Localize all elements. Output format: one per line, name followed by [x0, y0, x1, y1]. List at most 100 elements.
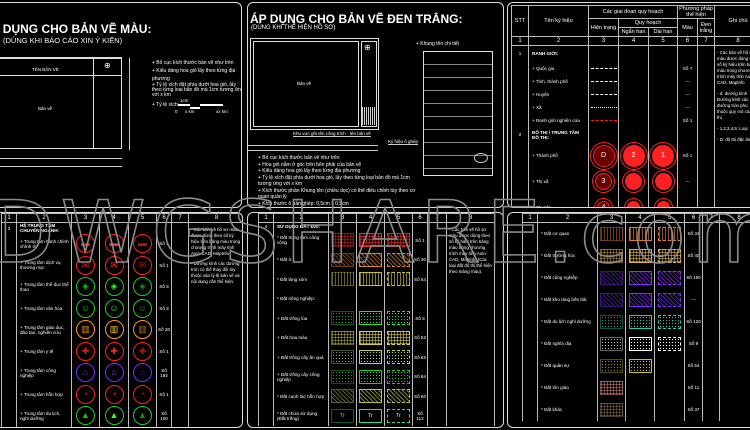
- column-number: 7: [702, 213, 720, 223]
- section-number: 3: [1, 222, 17, 233]
- notes: - Các bản vẽ hồ sơ màu được dùng theo số…: [446, 222, 495, 426]
- row-label: + Thị xã: [528, 168, 589, 195]
- land-use-swatch: Tr: [331, 408, 354, 423]
- row-code: Số 52: [412, 328, 428, 348]
- row-code: Số 3: [156, 297, 172, 319]
- bullet: + Tỷ lệ xích đặt phía dưới hoa gió, lấy …: [152, 82, 242, 98]
- row-code: Số 112: [412, 406, 428, 426]
- header-bw: Đen trắng: [697, 18, 716, 37]
- land-use-swatch: [600, 402, 623, 417]
- column-number: 7: [427, 213, 447, 223]
- header-color: Màu: [677, 18, 699, 37]
- land-use-swatch: [658, 226, 681, 241]
- row-label: + Đất trồng cây ăn quả: [273, 347, 329, 367]
- column-number: 1: [511, 36, 529, 46]
- header-long: Dài hạn: [647, 27, 679, 37]
- bullet: + Kiểu dáng hoa gió lấy theo từng địa ph…: [152, 68, 236, 82]
- row-label: + Trung tâm công nghiệp: [16, 362, 72, 384]
- name-area-label: Khu vực ghi tên công trình - tên bản vẽ: [293, 131, 371, 137]
- note: - 1,2,3,4,5: Loại: [717, 126, 748, 131]
- bullet: + Bố cục kích thước bản vẽ như trên: [152, 60, 234, 66]
- scale-mid: x km: [185, 109, 195, 114]
- land-use-swatch: [387, 311, 410, 326]
- column-number: 6: [684, 213, 703, 223]
- row-stt: 1: [511, 45, 529, 62]
- mixed-icon: ◔: [76, 384, 95, 404]
- panel-color-drawing: ÁP DỤNG CHO BẢN VẼ MÀU: (DÙNG KHI BÁO CÁ…: [0, 2, 242, 208]
- row-label: + Thị trấn: [528, 194, 589, 207]
- notes: - Các bản vẽ hồ sơ màu được dùng theo số…: [714, 45, 750, 207]
- row-code: Số 9: [684, 332, 703, 355]
- row-label: + Trung tâm y tế: [16, 340, 72, 362]
- swatch-text: Tr: [340, 412, 345, 419]
- sports-icon: ◈: [76, 277, 95, 297]
- land-use-swatch: [658, 248, 681, 263]
- land-use-swatch: [359, 350, 382, 365]
- header-planning: Quy hoạch: [617, 18, 679, 28]
- row-label: * Đất ở: [273, 250, 329, 270]
- urban-symbol-icon: 2: [622, 144, 645, 167]
- column-number: 8: [188, 213, 242, 223]
- column-number: 3: [588, 36, 619, 46]
- row-label: * Đất chưa sử dụng (Đất trống): [273, 406, 329, 426]
- table-row: + Trung tâm thể dục thể thao◈◈◈Số 3: [1, 276, 243, 298]
- mask-icon: ☺: [76, 298, 95, 318]
- book-icon: ▥: [76, 320, 95, 340]
- row-label: + Huyện: [528, 87, 589, 101]
- land-use-swatch: [387, 272, 410, 287]
- row-code: Số 11: [684, 376, 703, 399]
- column-number: 5: [647, 36, 679, 46]
- note: - Đường kính các đường tròn có thể thay …: [191, 261, 240, 284]
- bullet: + Tỷ lệ xích đặt phía dưới hoa gió, lấy …: [258, 174, 410, 188]
- row-label: * Đất quân sự: [537, 354, 598, 377]
- note: - Các bản vẽ hồ sơ màu được dùng theo số…: [717, 50, 750, 85]
- drawing-frame: ⊕ Bản vẽ: [250, 38, 379, 130]
- bullet: + Bố cục kích thước bản vẽ như trên: [258, 155, 340, 161]
- drawing-name: TÊN BẢN VẼ: [32, 67, 59, 72]
- urban-symbol-icon: [656, 201, 670, 207]
- land-use-swatch: [628, 270, 652, 285]
- column-number: 5: [384, 213, 413, 223]
- panel-subtitle: (DÙNG KHI THỂ HIỆN HỒ SƠ): [251, 25, 336, 31]
- row-label: * Đất kho tàng bến bãi: [537, 288, 598, 311]
- row-code: ---: [677, 168, 699, 195]
- boundary-line: [590, 93, 617, 95]
- table-row: + Tỉnh, thành phố---: [511, 74, 750, 88]
- row-label: + Đất trồng lúa: [273, 308, 329, 328]
- row-code: Số 1: [156, 340, 172, 362]
- column-number: 7: [171, 213, 189, 223]
- column-number: 5: [654, 213, 685, 223]
- row-code: Số 100: [156, 405, 172, 427]
- row-label: RANH GIỚI:: [528, 45, 589, 62]
- row-label: * Đất nông nghiệp:: [273, 289, 329, 309]
- row-label: * Đất làng xóm: [273, 269, 329, 289]
- column-number: 8: [719, 213, 750, 223]
- color-bullets: + Bố cục kích thước bản vẽ như trên + Ki…: [152, 59, 242, 109]
- mask-icon: ☺: [133, 298, 152, 318]
- land-use-swatch: [359, 369, 382, 384]
- land-use-swatch: [628, 248, 652, 263]
- land-use-swatch: [331, 272, 354, 287]
- section-number: 4: [258, 222, 274, 231]
- land-use-swatch: [600, 292, 623, 307]
- row-code: Số 3: [412, 308, 428, 328]
- row-label: + Trung tâm dịch vụ, thương mại: [16, 254, 72, 276]
- column-number: 6: [677, 36, 699, 46]
- land-use-swatch: [628, 314, 652, 329]
- table-row: + Xã---: [511, 100, 750, 114]
- row-label: * Đất cơ quan: [537, 222, 598, 245]
- row-label: * Đất du lịch nghỉ dưỡng: [537, 310, 598, 333]
- swatch-text: Tr: [368, 412, 373, 419]
- land-use-swatch: [600, 226, 623, 241]
